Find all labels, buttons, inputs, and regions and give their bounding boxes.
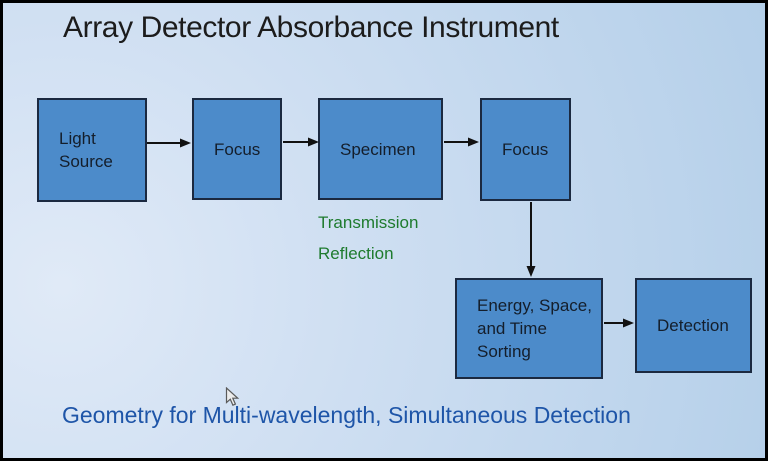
arrow-focus-to-sorting — [526, 202, 536, 277]
slide-caption: Geometry for Multi-wavelength, Simultane… — [62, 402, 631, 428]
arrow-lightsource-to-focus — [147, 138, 191, 148]
box-specimen-label: Specimen — [340, 139, 416, 159]
arrow-specimen-to-focus — [444, 137, 479, 147]
box-energy-space-time-sorting-label: Energy, Space, and Time Sorting — [477, 296, 592, 361]
arrow-sorting-to-detection — [604, 318, 634, 328]
box-energy-space-time-sorting: Energy, Space, and Time Sorting — [455, 278, 603, 379]
arrow-focus-to-specimen — [283, 137, 319, 147]
box-light-source-label: Light Source — [59, 129, 113, 171]
box-focus-1: Focus — [192, 98, 282, 200]
box-detection: Detection — [635, 278, 752, 373]
box-focus-2-label: Focus — [502, 140, 549, 159]
box-light-source: Light Source — [37, 98, 147, 202]
box-detection-label: Detection — [657, 316, 729, 335]
slide-title: Array Detector Absorbance Instrument — [63, 11, 559, 44]
reflection-label: Reflection — [318, 244, 394, 263]
box-focus-2: Focus — [480, 98, 571, 201]
box-specimen: Specimen — [318, 98, 443, 200]
box-focus-1-label: Focus — [214, 139, 261, 159]
transmission-label: Transmission — [318, 213, 419, 232]
